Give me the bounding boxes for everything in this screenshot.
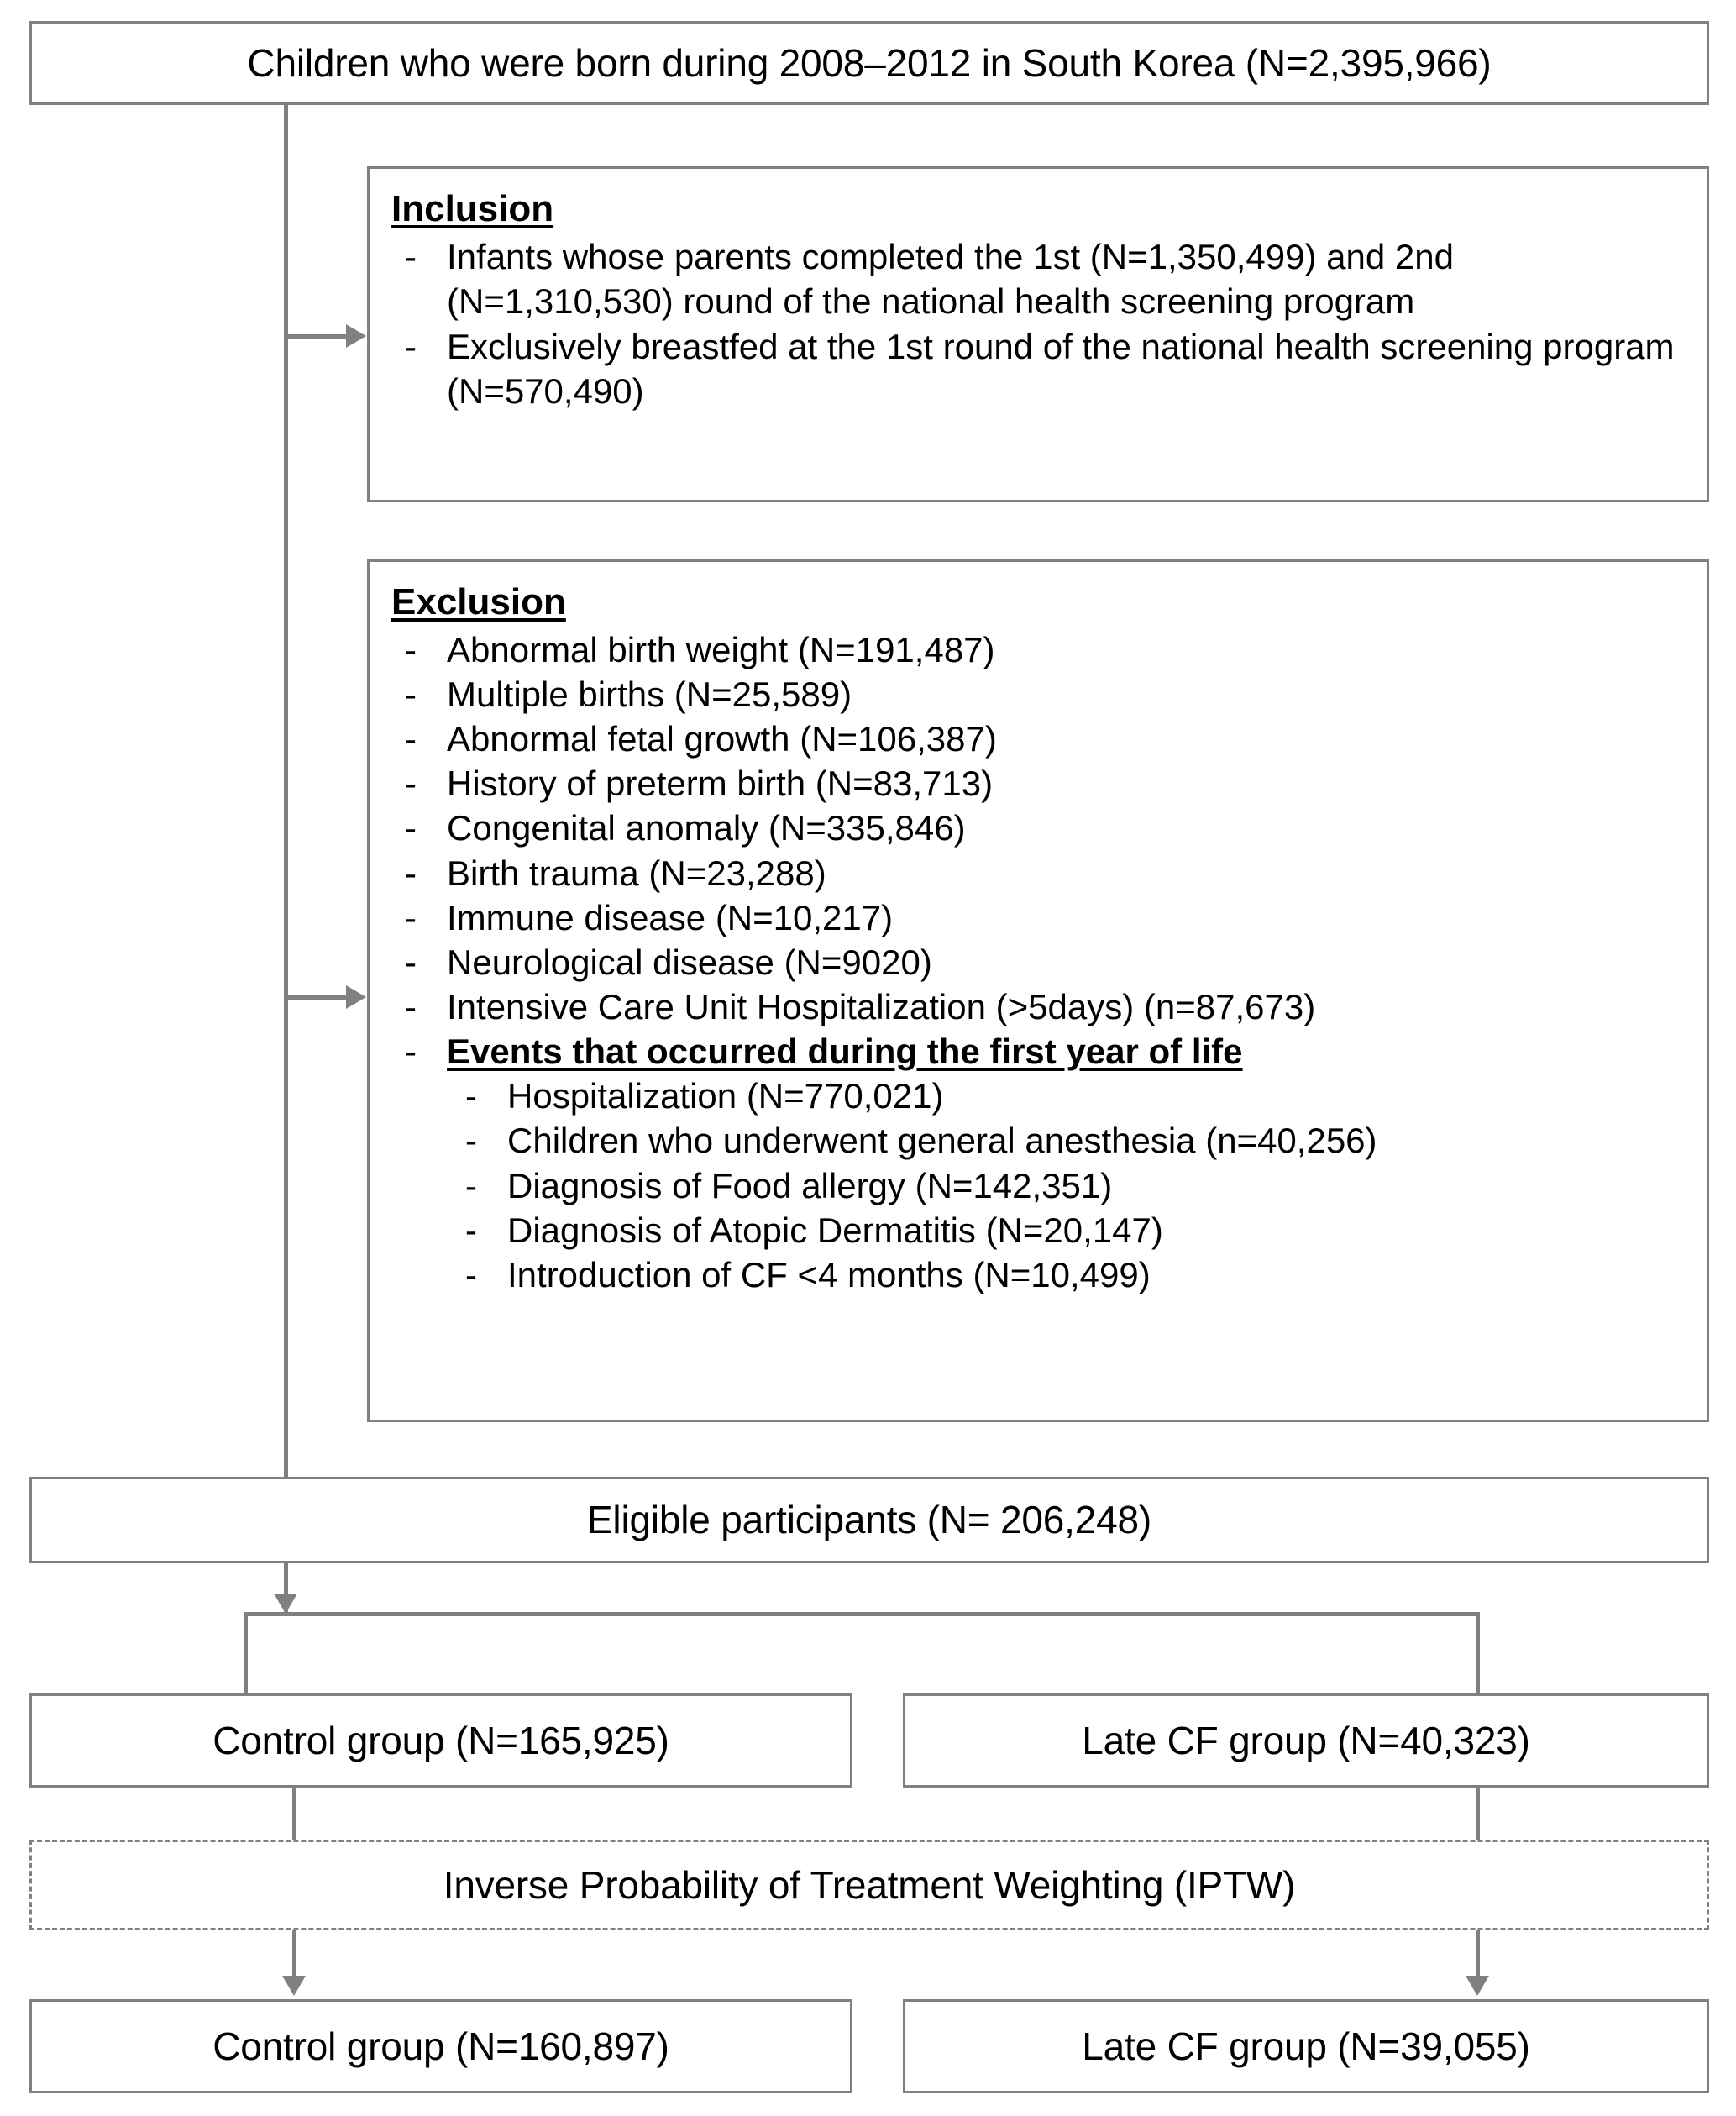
list-item: - Children who underwent general anesthe… [447,1118,1685,1163]
list-item-subgroup: - Events that occurred during the first … [391,1029,1685,1298]
bullet-dash: - [405,764,417,804]
box-iptw: Inverse Probability of Treatment Weighti… [29,1840,1709,1930]
iptw-to-control-line [292,1930,296,1991]
connector-to-exclusion [284,995,349,1000]
list-item: - Birth trauma (N=23,288) [391,851,1685,895]
box-eligible-participants: Eligible participants (N= 206,248) [29,1477,1709,1563]
exclusion-item-text: Neurological disease (N=9020) [447,942,932,982]
box-inclusion: Inclusion - Infants whose parents comple… [367,166,1709,502]
late-cf-group-pre-label: Late CF group (N=40,323) [1082,1718,1530,1762]
iptw-to-late-cf-line [1476,1930,1480,1991]
bullet-dash: - [405,629,417,669]
list-item: - Neurological disease (N=9020) [391,940,1685,984]
eligible-stem-line [284,1563,288,1614]
exclusion-item-text: Congenital anomaly (N=335,846) [447,808,966,848]
inclusion-heading: Inclusion [391,188,554,229]
bullet-dash: - [405,326,417,366]
exclusion-heading: Exclusion [391,581,566,622]
bullet-dash: - [465,1121,477,1161]
bullet-dash: - [405,853,417,893]
list-item: - Multiple births (N=25,589) [391,672,1685,717]
list-item: - Infants whose parents completed the 1s… [391,234,1685,324]
bullet-dash: - [405,942,417,982]
list-item: - Hospitalization (N=770,021) [447,1074,1685,1118]
exclusion-subitem-text: Diagnosis of Atopic Dermatitis (N=20,147… [507,1210,1163,1251]
arrow-to-inclusion [346,324,366,348]
total-births-label: Children who were born during 2008–2012 … [247,40,1492,85]
split-bar [244,1612,1480,1616]
list-item: - Introduction of CF <4 months (N=10,499… [447,1252,1685,1297]
control-to-iptw-line [292,1788,296,1841]
box-total-births: Children who were born during 2008–2012 … [29,21,1709,105]
exclusion-list: - Abnormal birth weight (N=191,487) - Mu… [391,627,1685,1298]
exclusion-subitem-text: Introduction of CF <4 months (N=10,499) [507,1255,1151,1295]
inclusion-list: - Infants whose parents completed the 1s… [391,234,1685,413]
late-cf-group-post-label: Late CF group (N=39,055) [1082,2024,1530,2068]
bullet-dash: - [465,1255,477,1295]
bullet-dash: - [405,808,417,848]
inclusion-item-text: Exclusively breastfed at the 1st round o… [447,326,1675,411]
list-item: - Diagnosis of Food allergy (N=142,351) [447,1163,1685,1208]
exclusion-item-text: Multiple births (N=25,589) [447,675,852,715]
exclusion-item-text: History of preterm birth (N=83,713) [447,764,994,804]
iptw-label: Inverse Probability of Treatment Weighti… [443,1862,1296,1907]
exclusion-item-text: Intensive Care Unit Hospitalization (>5d… [447,986,1316,1026]
list-item: - Immune disease (N=10,217) [391,895,1685,940]
late-cf-to-iptw-line [1476,1788,1480,1841]
exclusion-subitem-text: Children who underwent general anesthesi… [507,1121,1377,1161]
arrow-to-control-post [282,1976,306,1996]
split-left-drop [244,1612,248,1696]
control-group-pre-label: Control group (N=165,925) [212,1718,669,1762]
arrow-to-split-bar [274,1594,297,1614]
list-item: - Abnormal birth weight (N=191,487) [391,627,1685,672]
inclusion-item-text: Infants whose parents completed the 1st … [447,236,1454,322]
bullet-dash: - [405,719,417,759]
list-item: - Intensive Care Unit Hospitalization (>… [391,984,1685,1029]
exclusion-item-text: Abnormal fetal growth (N=106,387) [447,719,997,759]
exclusion-sublist: - Hospitalization (N=770,021) - Children… [447,1074,1685,1298]
arrow-to-exclusion [346,985,366,1009]
exclusion-subitem-text: Diagnosis of Food allergy (N=142,351) [507,1165,1113,1205]
bullet-dash: - [405,986,417,1026]
bullet-dash: - [465,1165,477,1205]
exclusion-item-text: Birth trauma (N=23,288) [447,853,826,893]
eligible-participants-label: Eligible participants (N= 206,248) [586,1498,1152,1542]
bullet-dash: - [405,1032,417,1072]
trunk-vertical-line [284,105,288,1479]
bullet-dash: - [405,897,417,937]
box-control-group-pre-iptw: Control group (N=165,925) [29,1693,852,1788]
exclusion-item-text: Immune disease (N=10,217) [447,897,894,937]
list-item: - Exclusively breastfed at the 1st round… [391,324,1685,414]
box-control-group-post-iptw: Control group (N=160,897) [29,1999,852,2093]
bullet-dash: - [405,236,417,276]
list-item: - Abnormal fetal growth (N=106,387) [391,717,1685,761]
bullet-dash: - [465,1210,477,1251]
exclusion-subitem-text: Hospitalization (N=770,021) [507,1076,944,1116]
bullet-dash: - [465,1076,477,1116]
box-late-cf-group-pre-iptw: Late CF group (N=40,323) [903,1693,1709,1788]
list-item: - History of preterm birth (N=83,713) [391,761,1685,806]
control-group-post-label: Control group (N=160,897) [212,2024,669,2068]
exclusion-subgroup-heading: Events that occurred during the first ye… [447,1032,1243,1072]
list-item: - Congenital anomaly (N=335,846) [391,806,1685,850]
list-item: - Diagnosis of Atopic Dermatitis (N=20,1… [447,1208,1685,1252]
connector-to-inclusion [284,334,349,339]
exclusion-item-text: Abnormal birth weight (N=191,487) [447,629,995,669]
split-right-drop [1476,1612,1480,1696]
arrow-to-late-cf-post [1466,1976,1489,1996]
box-exclusion: Exclusion - Abnormal birth weight (N=191… [367,559,1709,1422]
bullet-dash: - [405,675,417,715]
box-late-cf-group-post-iptw: Late CF group (N=39,055) [903,1999,1709,2093]
